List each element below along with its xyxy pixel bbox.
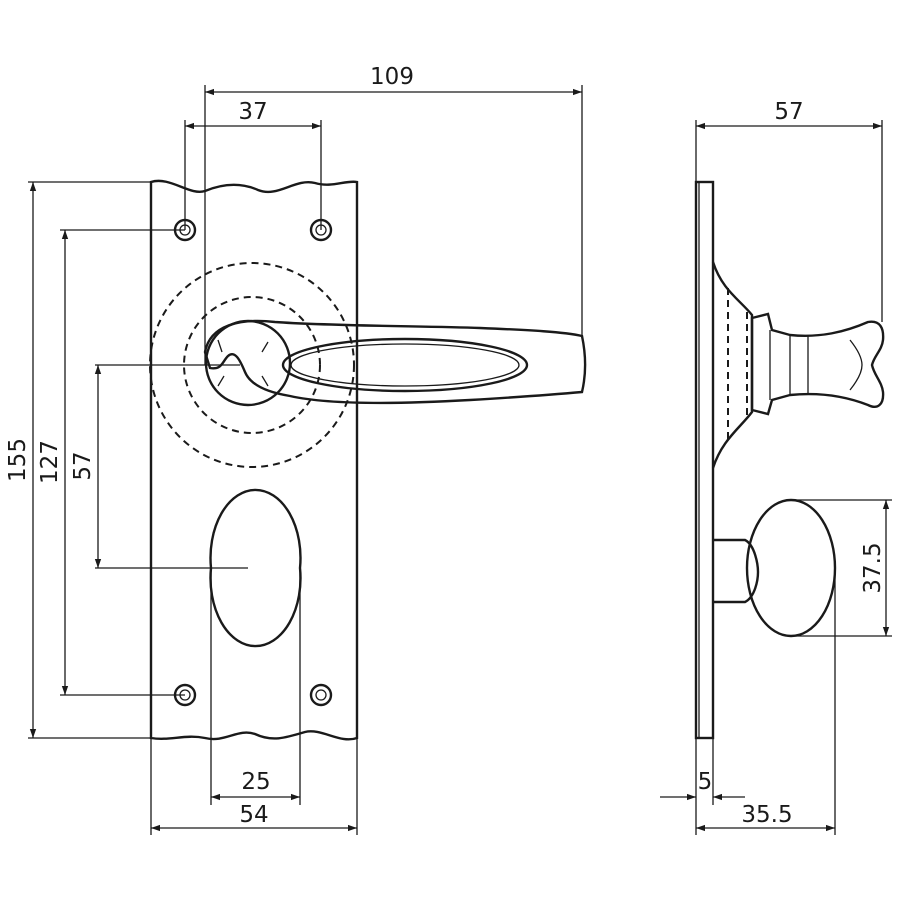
dim-label-155: 155 <box>5 438 31 482</box>
dim-label-127: 127 <box>37 440 63 484</box>
dim-label-109: 109 <box>370 64 414 90</box>
side-thumbturn-neck <box>713 538 760 604</box>
lever-handle <box>203 319 587 405</box>
dim-label-54: 54 <box>239 802 268 828</box>
front-view: 109 37 155 127 57 25 54 <box>5 64 587 835</box>
screw-hole-bottom-right <box>309 683 333 707</box>
dim-label-5: 5 <box>698 769 713 795</box>
dim-label-35.5: 35.5 <box>741 802 792 828</box>
backplate <box>149 179 359 741</box>
dim-label-57-side: 57 <box>774 99 803 125</box>
dim-label-25: 25 <box>241 769 270 795</box>
dim-label-37: 37 <box>238 99 267 125</box>
lever-inset <box>281 337 529 393</box>
hidden-rose-outer <box>149 262 355 468</box>
hidden-rose-inner <box>183 296 321 434</box>
side-backplate <box>694 180 715 740</box>
side-thumbturn <box>745 498 837 638</box>
side-lever <box>750 312 885 416</box>
dim-label-37.5: 37.5 <box>860 542 886 593</box>
side-view: 57 37.5 5 35.5 <box>660 99 892 835</box>
dim-label-57-front: 57 <box>70 451 96 480</box>
